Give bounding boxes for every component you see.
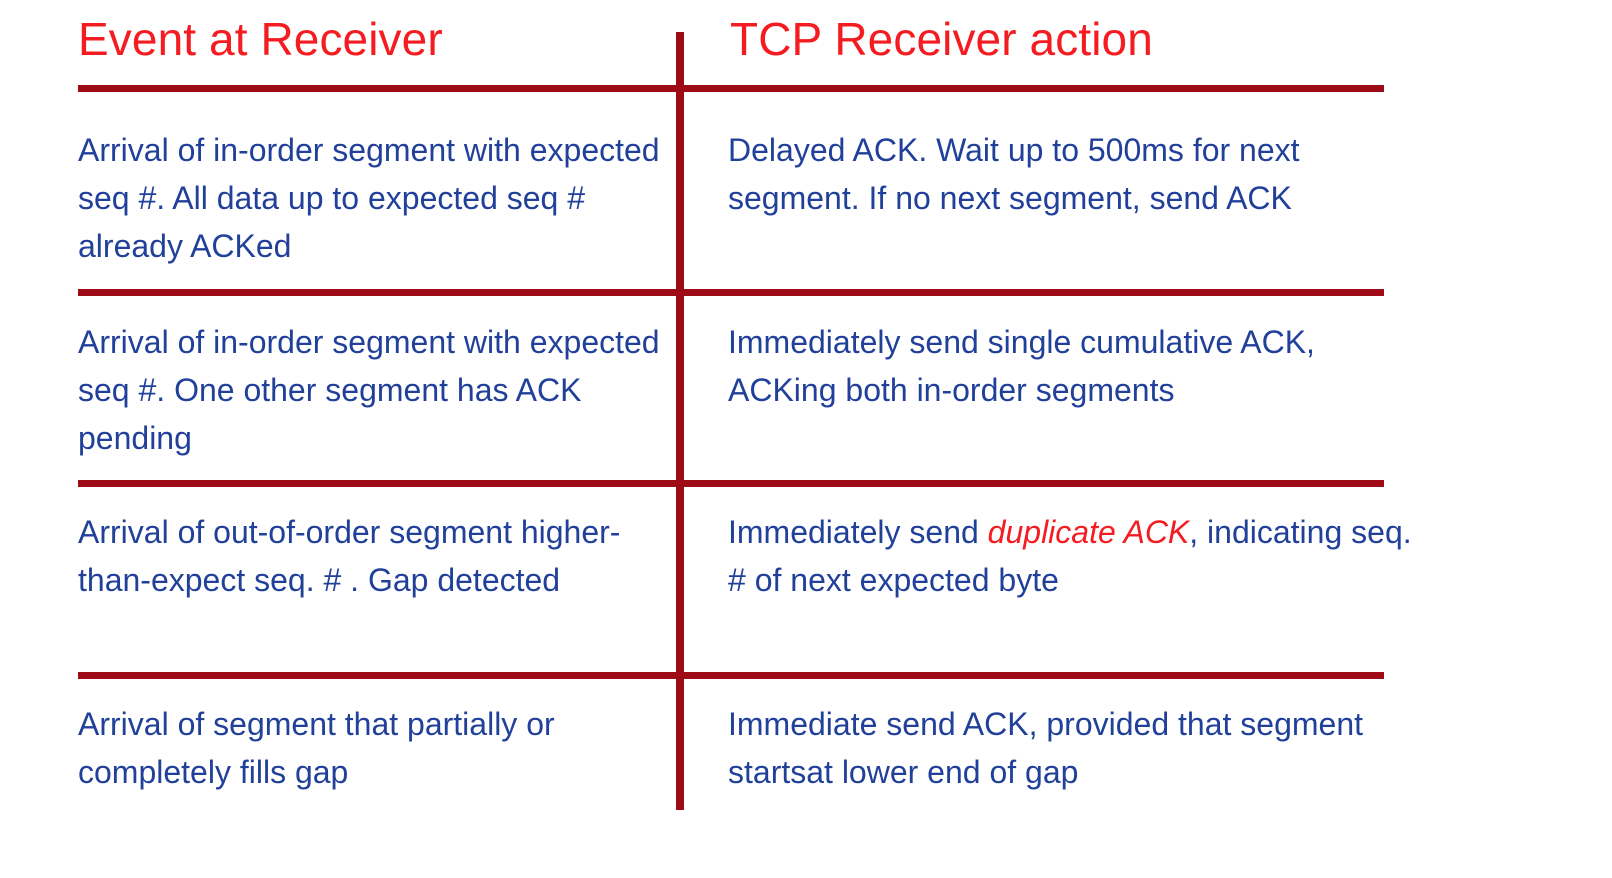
action-text-1: Delayed ACK. Wait up to 500ms for next s… bbox=[728, 132, 1300, 216]
table-cell-event-3: Arrival of out-of-order segment higher-t… bbox=[78, 514, 621, 598]
table-cell-action-3: Immediately send duplicate ACK, indicati… bbox=[728, 508, 1428, 604]
table-cell-event-4: Arrival of segment that partially or com… bbox=[78, 706, 555, 790]
action-text-3-suffix: , indicating seq. # of next expected byt… bbox=[728, 514, 1412, 598]
table-cell-action-1: Delayed ACK. Wait up to 500ms for next s… bbox=[728, 126, 1428, 222]
column-header-tcp-receiver-action: TCP Receiver action bbox=[730, 13, 1153, 65]
header-rule bbox=[78, 85, 1384, 92]
table-cell-action-4: Immediate send ACK, provided that segmen… bbox=[728, 700, 1428, 796]
action-text-4: Immediate send ACK, provided that segmen… bbox=[728, 706, 1364, 790]
table-cell-event-2: Arrival of in-order segment with expecte… bbox=[78, 324, 660, 456]
column-divider bbox=[676, 32, 684, 810]
row-divider-1 bbox=[78, 289, 1384, 296]
row-divider-3 bbox=[78, 672, 1384, 679]
table-cell-event-1: Arrival of in-order segment with expecte… bbox=[78, 132, 660, 264]
action-emphasis-duplicate-ack: duplicate ACK bbox=[987, 514, 1190, 550]
table-cell-action-2: Immediately send single cumulative ACK, … bbox=[728, 318, 1428, 414]
column-header-event-at-receiver: Event at Receiver bbox=[78, 13, 443, 65]
action-text-2: Immediately send single cumulative ACK, … bbox=[728, 324, 1315, 408]
table-header-row: Event at Receiver TCP Receiver action bbox=[0, 12, 1612, 82]
row-divider-2 bbox=[78, 480, 1384, 487]
action-text-3-prefix: Immediately send bbox=[728, 514, 988, 550]
